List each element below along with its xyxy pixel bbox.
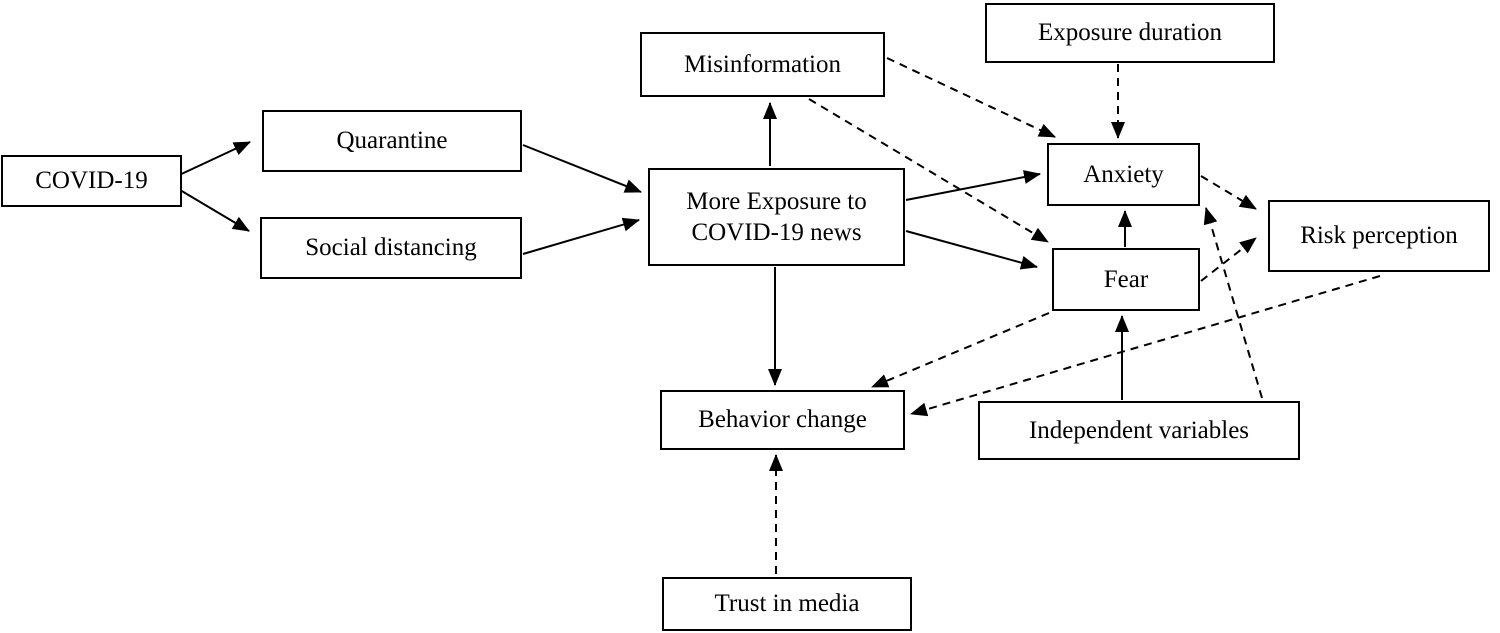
node-anxiety-label: Anxiety [1083,160,1164,188]
edge-risk-perception-behavior-change [910,275,1381,417]
edge-social-distancing-more-exposure [522,217,640,255]
edge-more-exposure-fear [905,230,1038,270]
node-quarantine-label: Quarantine [336,127,448,155]
node-independent-variables-label: Independent variables [1028,416,1250,444]
node-risk-perception-label: Risk perception [1300,222,1458,250]
edge-fear-behavior-change [871,312,1050,388]
node-trust-in-media: Trust in media [662,577,912,631]
node-social-distancing-label: Social distancing [305,234,477,262]
node-exposure-duration: Exposure duration [985,3,1275,63]
node-fear: Fear [1052,248,1200,311]
edge-anxiety-risk-perception [1200,175,1257,210]
node-quarantine: Quarantine [262,110,522,172]
node-covid19: COVID-19 [1,155,182,207]
edge-more-exposure-anxiety [905,170,1041,201]
node-covid19-label: COVID-19 [35,167,148,195]
node-social-distancing: Social distancing [260,217,522,279]
node-behavior-change: Behavior change [660,390,905,450]
edge-misinformation-anxiety [886,57,1056,138]
node-misinformation-label: Misinformation [684,50,841,78]
node-trust-in-media-label: Trust in media [714,590,860,618]
node-exposure-duration-label: Exposure duration [1038,19,1222,47]
node-risk-perception: Risk perception [1268,200,1490,272]
edge-fear-risk-perception [1200,237,1257,282]
node-more-exposure-label: More Exposure to COVID-19 news [686,187,867,246]
node-fear-label: Fear [1103,265,1149,293]
node-anxiety: Anxiety [1047,143,1200,206]
node-independent-variables: Independent variables [978,401,1300,460]
node-misinformation: Misinformation [640,32,885,97]
edge-independent-variables-anxiety [1203,207,1263,399]
edge-misinformation-fear [808,98,1049,243]
node-behavior-change-label: Behavior change [698,406,867,434]
edge-quarantine-more-exposure [522,144,642,193]
node-more-exposure: More Exposure to COVID-19 news [648,168,905,266]
edge-covid19-social-distancing [174,186,250,232]
edge-covid19-quarantine [174,141,251,178]
